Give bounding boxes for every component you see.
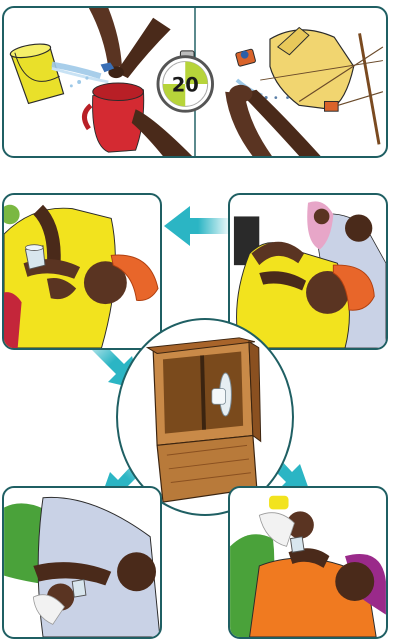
mother-feeding-illustration: [230, 488, 386, 637]
arrow-left-icon: [160, 200, 232, 252]
timer-value: 20: [172, 74, 199, 97]
cup-icon: [72, 580, 86, 598]
caregiver-feeding-illustration: [4, 488, 160, 637]
wooden-cupboard-icon: [147, 338, 260, 502]
cup-icon: [290, 537, 304, 553]
yellow-bucket-icon: [9, 42, 63, 104]
caregiver-face: [117, 552, 156, 591]
stopwatch-icon: 20: [158, 51, 213, 111]
cup-icon: [25, 245, 44, 269]
handwashing-illustration: 20: [4, 8, 386, 156]
step-caregiver-feeding-panel: [2, 486, 162, 639]
mother-face: [335, 562, 374, 601]
washing-arms-icon: [89, 8, 171, 78]
background-person-head: [345, 214, 372, 241]
cupboard-illustration: [118, 320, 292, 514]
step-mother-feeding-panel: [228, 486, 388, 639]
leaf-icon: [4, 205, 20, 224]
handwashing-panel: 20: [2, 6, 388, 158]
